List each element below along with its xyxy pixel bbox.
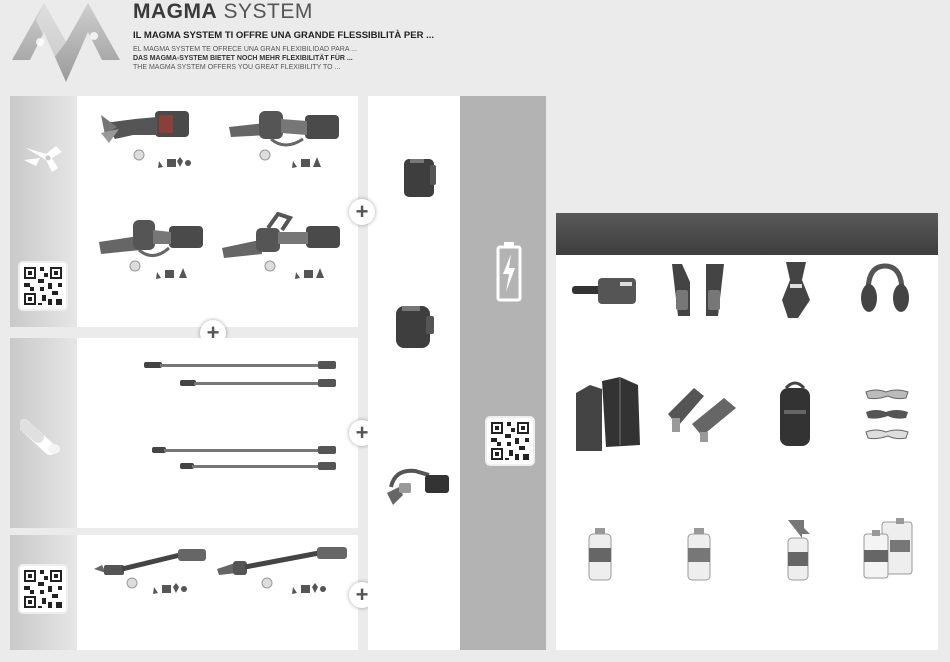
brand-title: MAGMA SYSTEM <box>133 0 313 24</box>
ear-muffs-product <box>860 262 910 316</box>
qr-code-icon[interactable] <box>20 566 66 612</box>
tagline-german: DAS MAGMA-SYSTEM BIETET NOCH MEHR FLEXIB… <box>133 54 353 63</box>
accessories-header <box>556 213 938 255</box>
add-plus-icon: + <box>349 199 375 225</box>
jacket-vest-product <box>572 375 642 453</box>
battery-belt-product <box>570 268 640 314</box>
pruner-icon <box>22 140 64 176</box>
brand-bold: MAGMA <box>133 0 217 23</box>
battery-belt-holder-product <box>385 465 455 507</box>
battery-sidebar <box>460 96 546 650</box>
magma-logo-icon <box>10 0 122 85</box>
pole-pruner-product <box>90 545 215 595</box>
tagline-italian: IL MAGMA SYSTEM TI OFFRE UNA GRANDE FLES… <box>133 30 434 42</box>
safety-glasses-product <box>862 386 912 446</box>
trigger-spray-bottle-product <box>780 518 816 582</box>
mini-chainsaw-product <box>225 105 345 175</box>
compact-chainsaw-product <box>95 212 210 282</box>
tagline-english: THE MAGMA SYSTEM OFFERS YOU GREAT FLEXIB… <box>133 63 340 72</box>
gloves-product <box>664 384 740 444</box>
tagline-spanish: EL MAGMA SYSTEM TE OFRECE UNA GRAN FLEXI… <box>133 45 357 54</box>
tool-bag-product <box>774 380 816 448</box>
harness-straps-product <box>666 262 730 318</box>
battery-large-product <box>392 302 440 350</box>
qr-code-icon[interactable] <box>487 418 533 464</box>
lubricant-spray-product <box>585 526 617 582</box>
telescopic-pole-icon <box>20 415 66 455</box>
cordless-pruner-product <box>95 105 195 175</box>
oil-canisters-product <box>860 516 916 580</box>
brand-light: SYSTEM <box>224 0 313 23</box>
telescopic-pole-long-product <box>140 358 340 394</box>
battery-bolt-icon <box>496 240 522 302</box>
top-handle-chainsaw-product <box>220 212 345 282</box>
cleaner-spray-product <box>684 526 716 582</box>
battery-small-product <box>400 155 440 199</box>
telescopic-pole-short-product <box>150 445 340 475</box>
qr-code-icon[interactable] <box>20 263 66 309</box>
holster-product <box>776 260 816 320</box>
pole-chainsaw-product <box>215 545 350 595</box>
